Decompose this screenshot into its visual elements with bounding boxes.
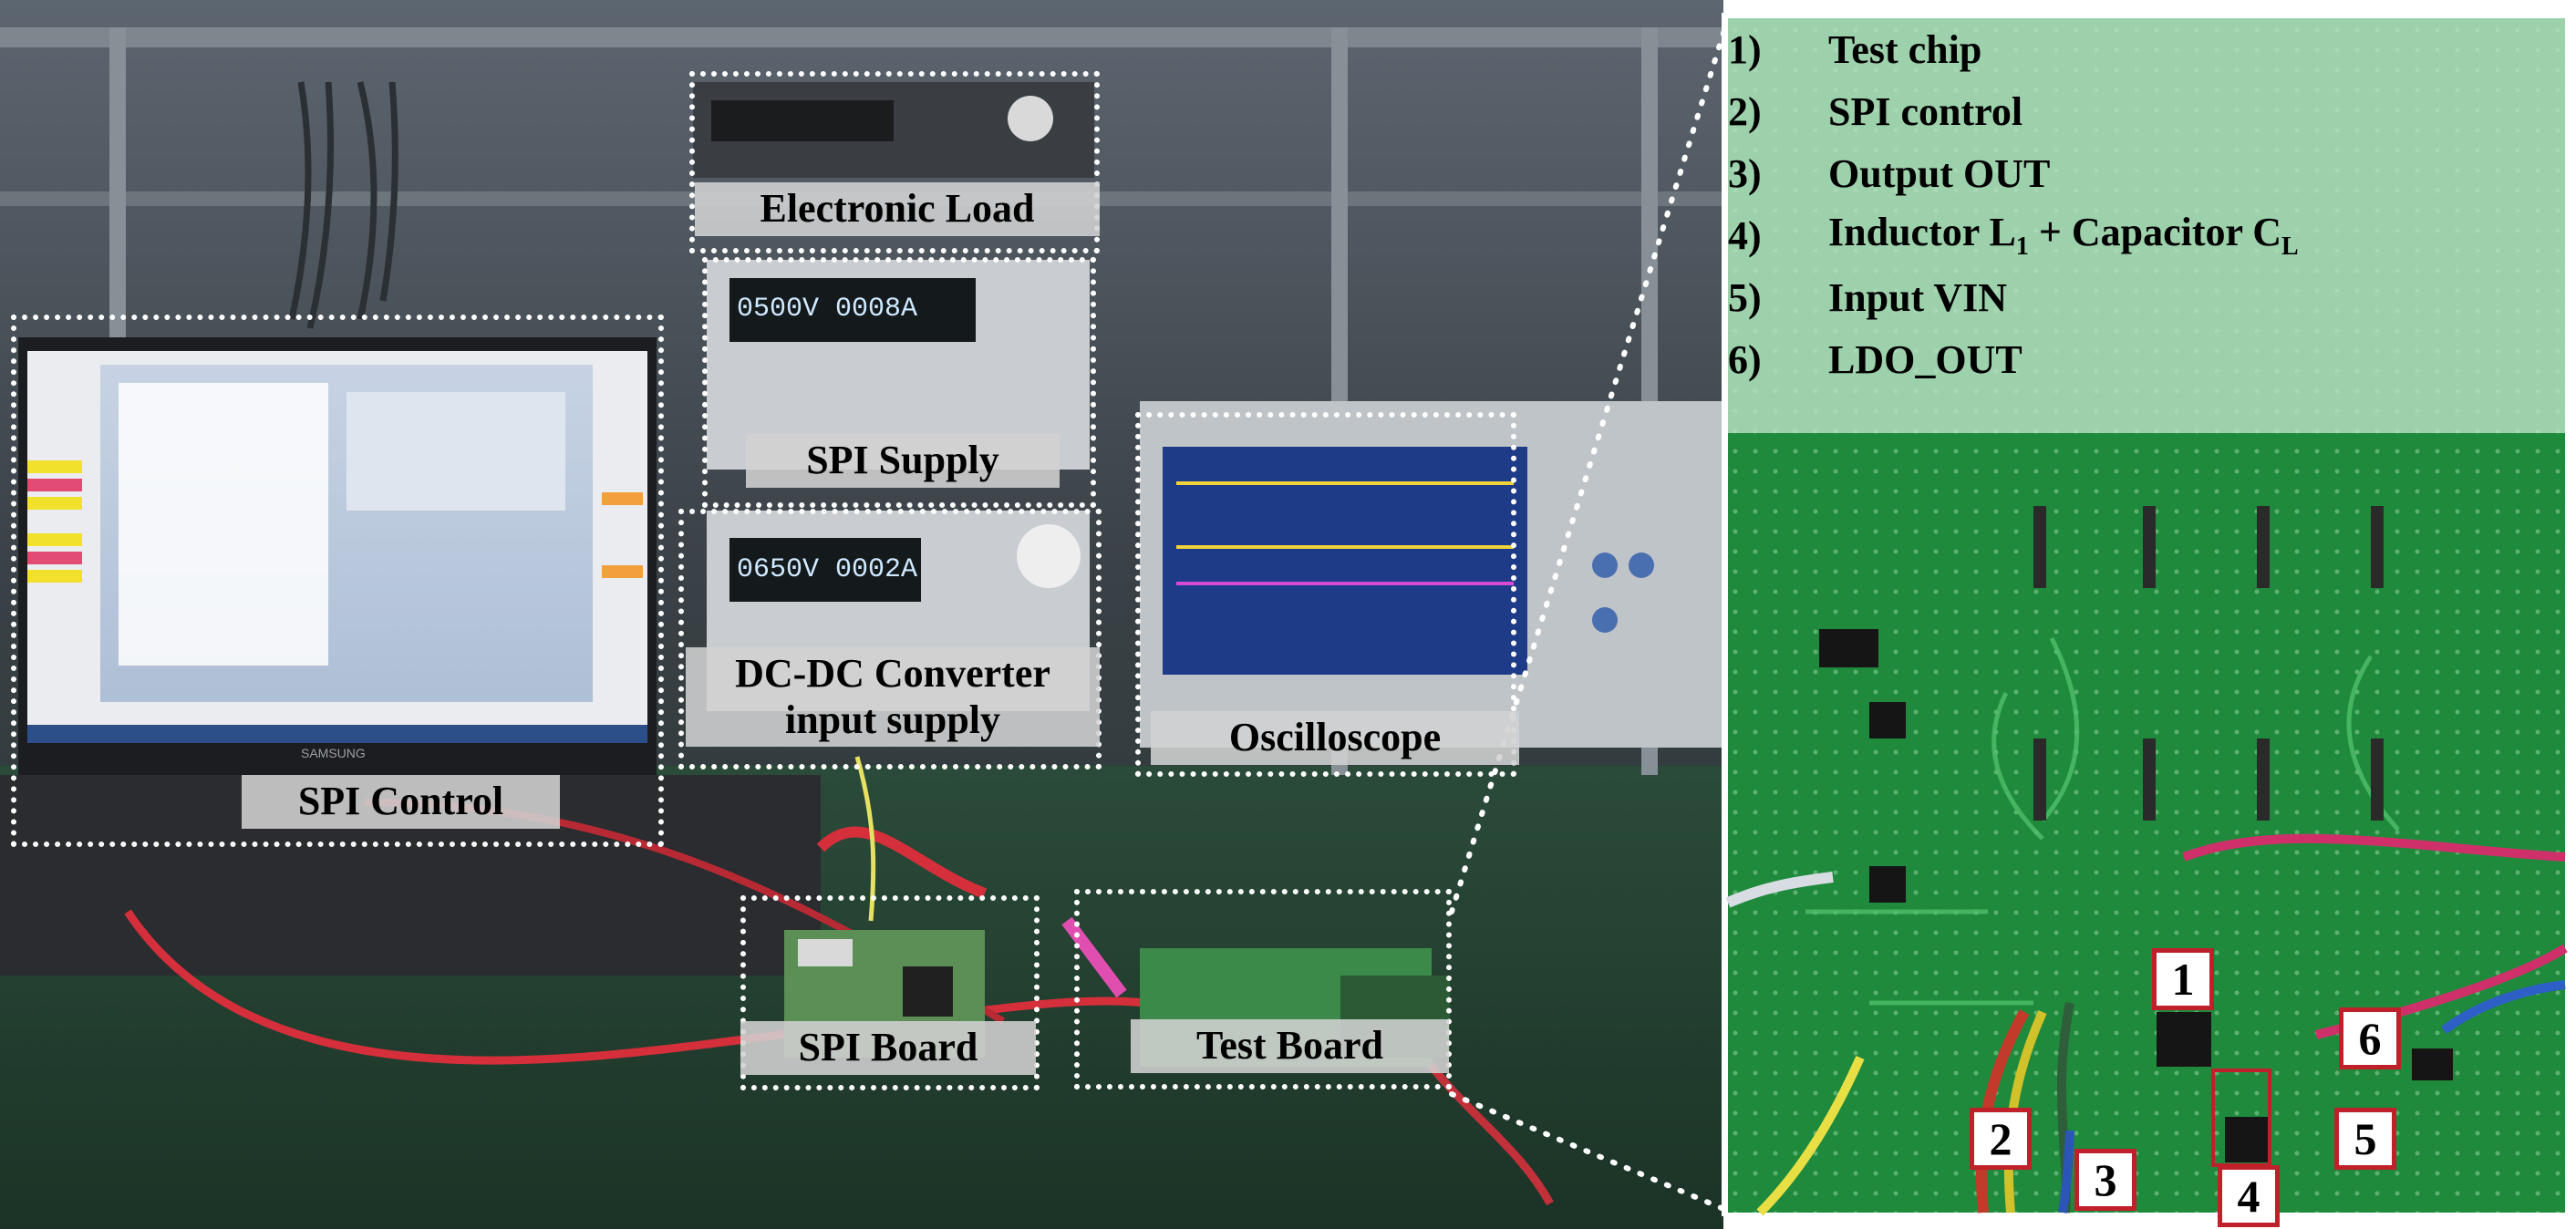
dcdc-supply-label: DC-DC Converter input supply: [686, 647, 1100, 748]
electronic-load-frame: [689, 71, 1100, 253]
spi-supply-readout: 0500V 0008A: [737, 294, 918, 325]
legend-text: SPI control: [1828, 88, 2023, 134]
legend-number: 2): [1728, 88, 1762, 134]
legend-row: 5) Input VIN: [1728, 266, 2299, 328]
spi-supply-label: SPI Supply: [746, 434, 1060, 488]
legend-number: 1): [1728, 26, 1762, 72]
badge-ldo-out: 6: [2339, 1007, 2401, 1069]
dcdc-supply-readout: 0650V 0002A: [737, 554, 918, 585]
legend-row: 6) LDO_OUT: [1728, 328, 2299, 390]
component-legend: 1) Test chip 2) SPI control 3) Output OUT 4…: [1728, 18, 2299, 390]
legend-number: 3): [1728, 150, 1762, 196]
spi-control-frame: [11, 315, 664, 847]
legend-text-middle: + Capacitor C: [2028, 210, 2282, 255]
pcb-inset: [1722, 13, 2570, 1216]
badge-spi-control: 2: [1970, 1108, 2032, 1170]
badge-output-out: 3: [2074, 1149, 2136, 1211]
oscilloscope-label: Oscilloscope: [1151, 711, 1519, 765]
legend-text: Test chip: [1828, 26, 1982, 72]
spi-supply-frame: [702, 257, 1096, 508]
inductor-highlight-box: [2211, 1069, 2271, 1167]
legend-text: Input VIN: [1828, 274, 2008, 320]
spi-control-label: SPI Control: [242, 775, 560, 829]
legend-number: 6): [1728, 336, 1762, 382]
spi-board-label: SPI Board: [740, 1021, 1036, 1075]
legend-subscript: 1: [2015, 232, 2029, 261]
legend-subscript: L: [2281, 232, 2299, 261]
legend-row: 4) Inductor L1 + Capacitor CL: [1728, 204, 2299, 266]
dcdc-supply-frame: [678, 509, 1102, 769]
legend-text: Inductor L1 + Capacitor CL: [1828, 209, 2299, 262]
legend-row: 3) Output OUT: [1728, 142, 2299, 204]
legend-number: 5): [1728, 274, 1762, 320]
test-board-label: Test Board: [1131, 1019, 1449, 1073]
badge-inductor-capacitor: 4: [2218, 1165, 2280, 1227]
legend-text: LDO_OUT: [1828, 336, 2023, 382]
oscilloscope-frame: [1135, 412, 1516, 777]
laptop-brand-text: SAMSUNG: [301, 746, 366, 760]
dcdc-supply-label-line1: DC-DC Converter: [735, 651, 1050, 696]
legend-number: 4): [1728, 212, 1762, 258]
electronic-load-label: Electronic Load: [695, 182, 1100, 236]
badge-test-chip: 1: [2152, 948, 2214, 1010]
badge-input-vin: 5: [2334, 1108, 2396, 1170]
legend-text: Output OUT: [1828, 150, 2051, 196]
zoom-lines: [1449, 15, 1731, 1214]
spi-board-frame: [740, 895, 1040, 1090]
test-board-frame: [1074, 889, 1452, 1090]
legend-text-prefix: Inductor L: [1828, 210, 2016, 255]
dcdc-supply-label-line2: input supply: [784, 697, 1001, 742]
legend-row: 1) Test chip: [1728, 18, 2299, 80]
legend-row: 2) SPI control: [1728, 80, 2299, 142]
